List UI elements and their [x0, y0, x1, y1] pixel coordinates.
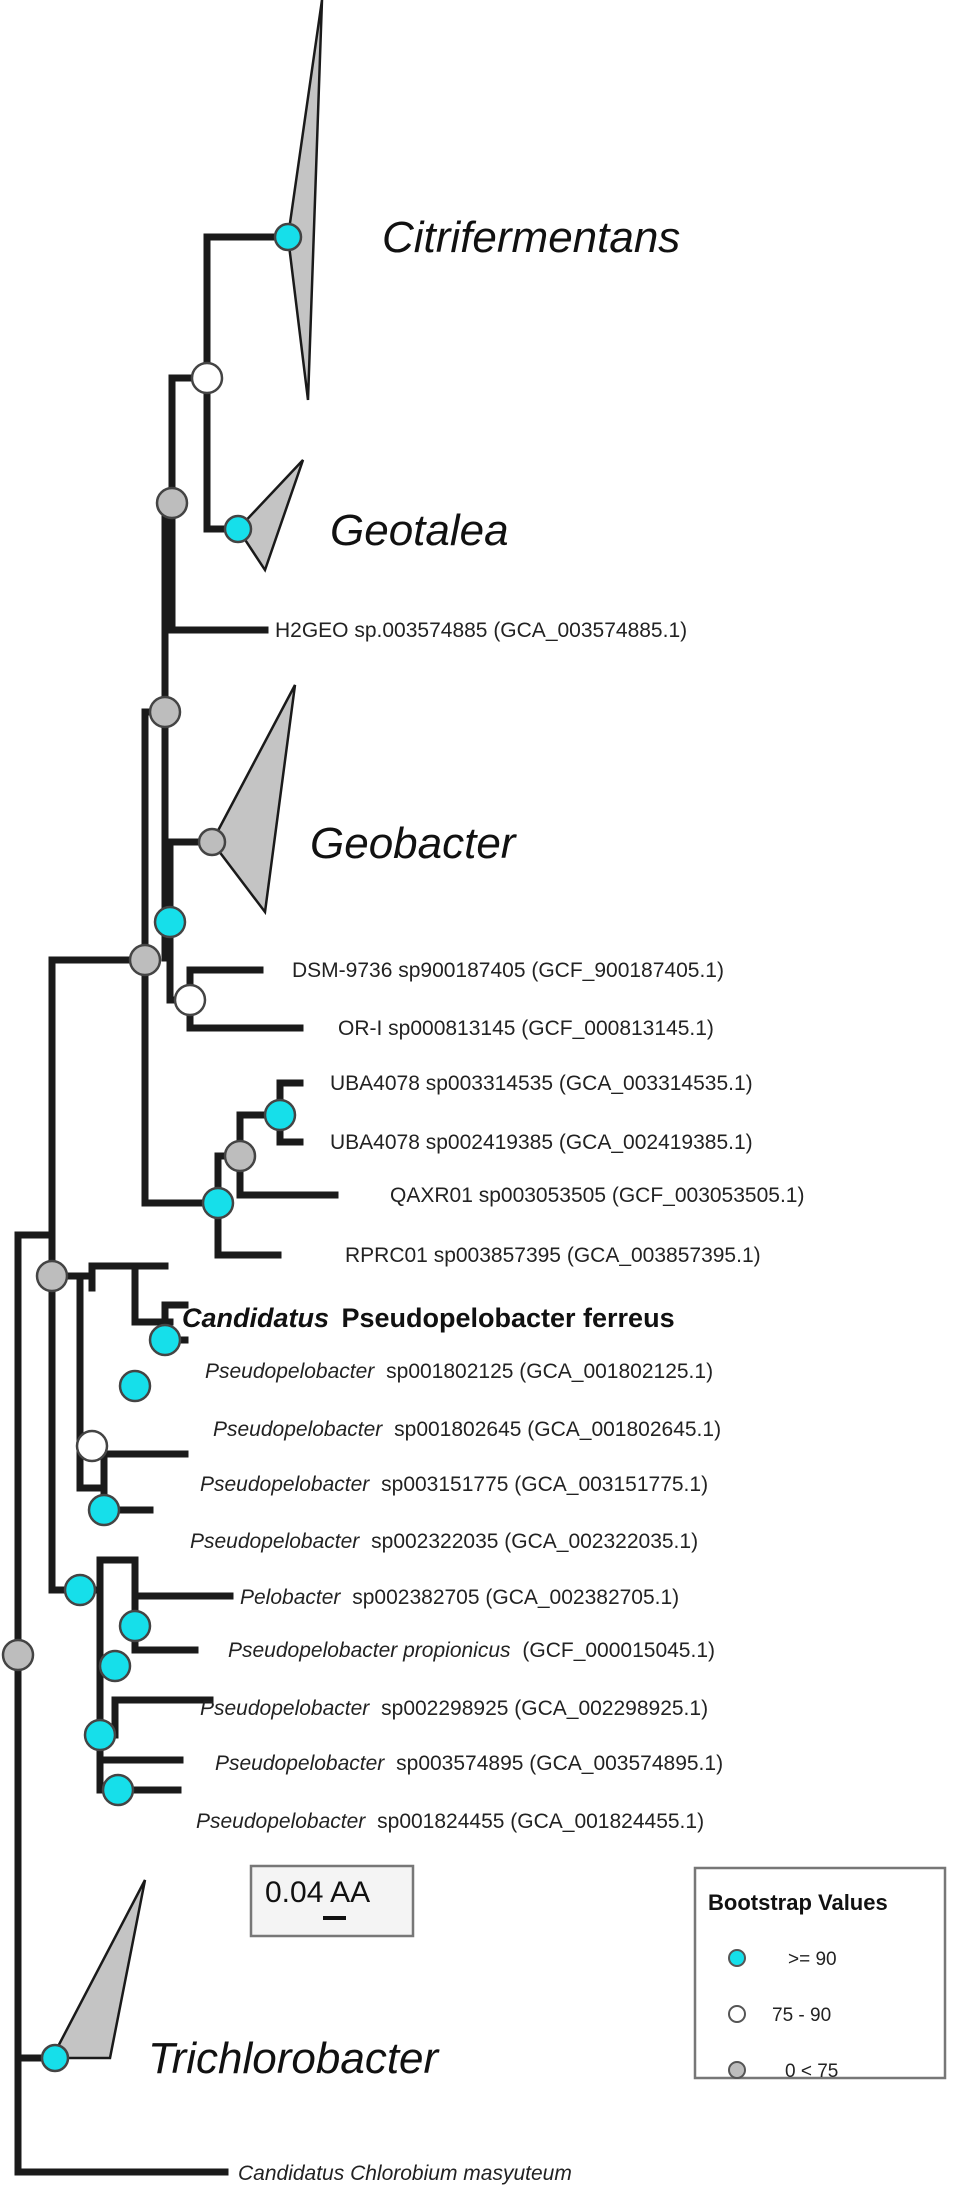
legend-label-low: 0 < 75	[785, 2061, 838, 2082]
node-citri-geotalea	[190, 361, 224, 395]
scale-bar: 0.04 AA	[249, 1864, 415, 1938]
leaf-p1802125: Pseudopelobacter sp001802125 (GCA_001802…	[205, 1360, 713, 1383]
label-geotalea: Geotalea	[330, 506, 509, 555]
leaf-h2geo: H2GEO sp.003574885 (GCA_003574885.1)	[275, 619, 687, 642]
branch-p2322035-parent	[76, 1272, 108, 1492]
node-geobacter	[197, 827, 227, 857]
legend-title: Bootstrap Values	[708, 1890, 888, 1915]
legend-swatch-mid	[728, 2005, 746, 2023]
label-geobacter: Geobacter	[310, 819, 518, 868]
legend-label-mid: 75 - 90	[772, 2005, 831, 2026]
branch-p1802645	[131, 1262, 174, 1326]
leaf-p2298925: Pseudopelobacter sp002298925 (GCA_002298…	[200, 1697, 708, 1720]
leaf-dsm9736: DSM-9736 sp900187405 (GCF_900187405.1)	[292, 959, 724, 982]
node-uba-pair	[263, 1098, 297, 1132]
leaf-p1824455: Pseudopelobacter sp001824455 (GCA_001824…	[196, 1810, 704, 1833]
node-ingroup	[35, 1259, 69, 1293]
branch-p1824455	[96, 1556, 182, 1794]
label-trichlorobacter: Trichlorobacter	[148, 2034, 441, 2083]
node-ferreus-group	[118, 1369, 152, 1403]
node-geotalea	[223, 514, 253, 544]
node-uba-group	[201, 1186, 235, 1220]
leaf-p1802645: Pseudopelobacter sp001802645 (GCA_001802…	[213, 1418, 721, 1441]
legend-swatch-low	[728, 2061, 746, 2079]
node-p3574895	[101, 1773, 135, 1807]
node-geobacteraceae	[128, 943, 162, 977]
node-geobacter-upper	[148, 695, 182, 729]
node-pelobacter-group	[63, 1573, 97, 1607]
leaf-uba4078b: UBA4078 sp002419385 (GCA_002419385.1)	[330, 1131, 753, 1154]
leaf-ferreus: Candidatus Pseudopelobacter ferreus	[182, 1303, 675, 1333]
scale-bar-box	[249, 1864, 415, 1938]
node-p2298925	[83, 1718, 117, 1752]
leaf-labels: H2GEO sp.003574885 (GCA_003574885.1) DSM…	[182, 619, 804, 2185]
legend: Bootstrap Values >= 90 75 - 90 0 < 75	[693, 1866, 947, 2082]
node-ferreus-pair	[148, 1323, 182, 1357]
clade-triangle-geotalea	[236, 459, 305, 573]
leaf-p2322035: Pseudopelobacter sp002322035 (GCA_002322…	[190, 1530, 698, 1553]
scale-bar-label: 0.04 AA	[265, 1876, 370, 1909]
node-pseudopelobacter	[75, 1429, 109, 1463]
bootstrap-nodes	[1, 222, 303, 2073]
node-uba-qaxr	[223, 1139, 257, 1173]
leaf-qaxr01: QAXR01 sp003053505 (GCF_003053505.1)	[390, 1184, 804, 1207]
collapsed-clades	[49, 0, 324, 2060]
clade-labels: Citrifermentans Geotalea Geobacter Trich…	[148, 213, 680, 2083]
node-citrifermentans	[273, 222, 303, 252]
node-root	[1, 1638, 35, 1672]
node-geobacter-dsm	[153, 905, 187, 939]
clade-triangle-citrifermentans	[286, 0, 324, 401]
leaf-chlorobium: Candidatus Chlorobium masyuteum	[238, 2162, 572, 2185]
leaf-p3151775: Pseudopelobacter sp003151775 (GCA_003151…	[200, 1473, 708, 1496]
node-p315-p232	[87, 1493, 121, 1527]
leaf-orii: OR-I sp000813145 (GCF_000813145.1)	[338, 1017, 714, 1040]
leaf-uba4078a: UBA4078 sp003314535 (GCA_003314535.1)	[330, 1072, 753, 1095]
node-geotalea-h2geo	[155, 486, 189, 520]
node-trichlorobacter	[40, 2043, 70, 2073]
leaf-p3574895: Pseudopelobacter sp003574895 (GCA_003574…	[215, 1752, 723, 1775]
clade-triangle-geobacter	[210, 684, 297, 916]
label-citrifermentans: Citrifermentans	[382, 213, 680, 262]
legend-box	[693, 1866, 947, 2080]
node-dsm-or	[173, 983, 207, 1017]
leaf-pel2382705: Pelobacter sp002382705 (GCA_002382705.1)	[240, 1586, 679, 1609]
legend-label-high: >= 90	[788, 1949, 837, 1970]
node-pel-pair	[118, 1609, 152, 1643]
legend-swatch-high	[728, 1949, 746, 1967]
branch-root	[14, 1231, 229, 2176]
leaf-rprc01: RPRC01 sp003857395 (GCA_003857395.1)	[345, 1244, 761, 1267]
node-propionicus	[98, 1649, 132, 1683]
leaf-propionicus: Pseudopelobacter propionicus (GCF_000015…	[228, 1639, 715, 1662]
clade-triangle-trichlorobacter	[49, 1879, 147, 2060]
